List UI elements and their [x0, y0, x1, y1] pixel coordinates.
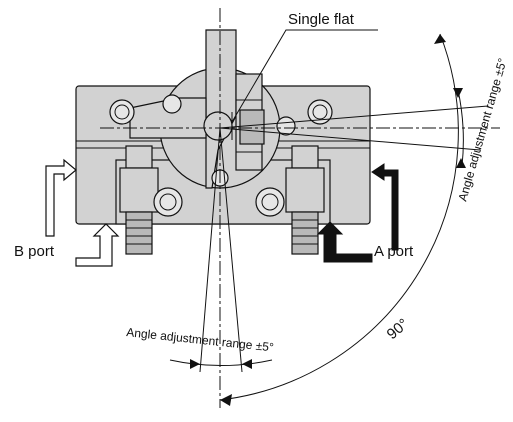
screw-bottom-right-inner — [261, 193, 279, 211]
upper-screws — [109, 94, 333, 136]
screw-bottom-left-icon — [153, 187, 183, 217]
screw-top-mid-left-icon — [162, 94, 182, 114]
screw-top-right-inner — [312, 104, 328, 120]
b-port-inlet-arrow-icon — [45, 158, 77, 237]
screw-bottom-right-icon — [255, 187, 285, 217]
b-port-label: B port — [14, 243, 55, 260]
arc-arrowhead-top — [434, 34, 446, 44]
screw-top-right-icon — [307, 99, 333, 125]
stopper-cutout — [239, 109, 265, 145]
shaft-hub — [203, 111, 233, 141]
screw-bottom-left-inner — [159, 193, 177, 211]
bottom-adjust-line-right — [219, 127, 243, 373]
b-port-arrows — [45, 158, 120, 267]
screw-top-left-icon — [109, 99, 135, 125]
single-flat-label: Single flat — [288, 11, 355, 28]
right-adjust-line-lower — [219, 127, 481, 151]
a-port-inlet-arrow-icon — [371, 163, 399, 251]
a-port-arrows — [316, 163, 399, 263]
arc-arrowhead-bottom — [220, 394, 232, 406]
bottom-adjust-arrow-left — [190, 359, 200, 369]
angle-range-bottom-label: Angle adjustment range ±5° — [126, 325, 275, 354]
screw-top-left-inner — [114, 104, 130, 120]
b-port-lower-arrow-icon — [75, 223, 120, 267]
bolt-right-thread — [291, 211, 319, 255]
a-port-lower-arrow-icon — [316, 221, 373, 263]
screw-top-mid-right-icon — [276, 116, 296, 136]
rotation-arc-90 — [219, 33, 459, 401]
bolt-left-thread — [125, 211, 153, 255]
adjust-bolt-right — [285, 145, 325, 255]
bolt-right-body — [285, 167, 325, 213]
bottom-adjust-arrow-right — [242, 359, 252, 369]
bottom-adjust-line-left — [199, 127, 221, 373]
right-adjust-lines — [219, 105, 489, 151]
right-adjust-arrow-upper — [453, 88, 463, 98]
bolt-right-nut-top — [291, 145, 319, 169]
single-flat-leader — [231, 29, 378, 123]
right-adjust-arrow-lower — [456, 158, 466, 168]
bottom-adjust-arc — [169, 359, 273, 366]
right-adjust-line-upper — [219, 105, 489, 129]
bolt-left-nut-top — [125, 145, 153, 169]
adjust-bolt-left — [119, 145, 159, 255]
a-port-label: A port — [374, 243, 414, 260]
bolt-left-body — [119, 167, 159, 213]
rotation-angle-label: 90° — [384, 315, 412, 343]
bottom-adjust-lines — [199, 127, 243, 373]
stopper-block — [235, 73, 265, 171]
